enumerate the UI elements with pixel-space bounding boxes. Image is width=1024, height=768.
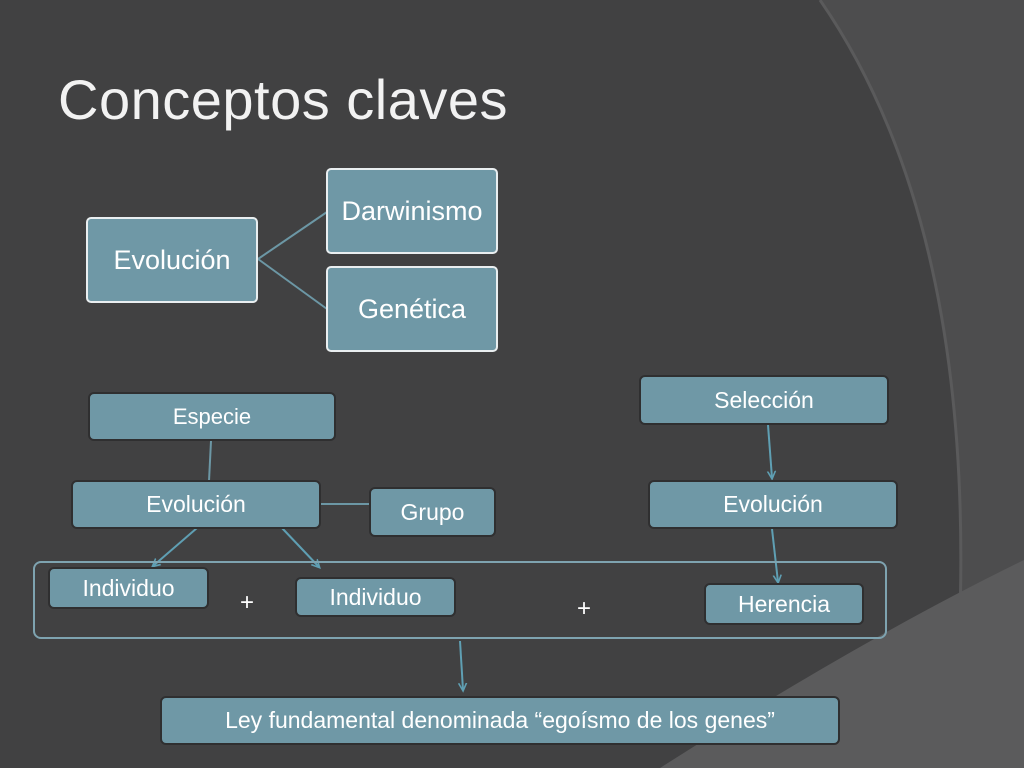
node-individuo-1: Individuo xyxy=(48,567,209,609)
node-individuo-2: Individuo xyxy=(295,577,456,617)
node-evolucion-root: Evolución xyxy=(86,217,258,303)
node-especie: Especie xyxy=(88,392,336,441)
node-seleccion: Selección xyxy=(639,375,889,425)
connector-evolucion-genetica xyxy=(257,258,328,310)
page-title: Conceptos claves xyxy=(58,68,509,131)
arrow-to-individuo-2 xyxy=(281,527,319,567)
arrow-to-conclusion xyxy=(460,640,463,690)
node-evolucion-left: Evolución xyxy=(71,480,321,529)
node-conclusion: Ley fundamental denominada “egoísmo de l… xyxy=(160,696,840,745)
arrow-evolucion-herencia xyxy=(771,528,778,582)
background-swoosh-outer xyxy=(820,0,1024,768)
individuals-group-frame xyxy=(33,561,887,639)
arrow-to-individuo-1 xyxy=(153,527,198,566)
node-grupo: Grupo xyxy=(369,487,496,537)
node-genetica: Genética xyxy=(326,266,498,352)
connector-evolucion-darwinismo xyxy=(257,211,328,260)
plus-sign-2: + xyxy=(577,595,592,622)
arrow-seleccion-evolucion xyxy=(768,424,772,478)
node-herencia: Herencia xyxy=(704,583,864,625)
connector-especie-evolucion xyxy=(208,440,212,482)
node-darwinismo: Darwinismo xyxy=(326,168,498,254)
plus-sign-1: + xyxy=(240,589,255,616)
node-evolucion-right: Evolución xyxy=(648,480,898,529)
